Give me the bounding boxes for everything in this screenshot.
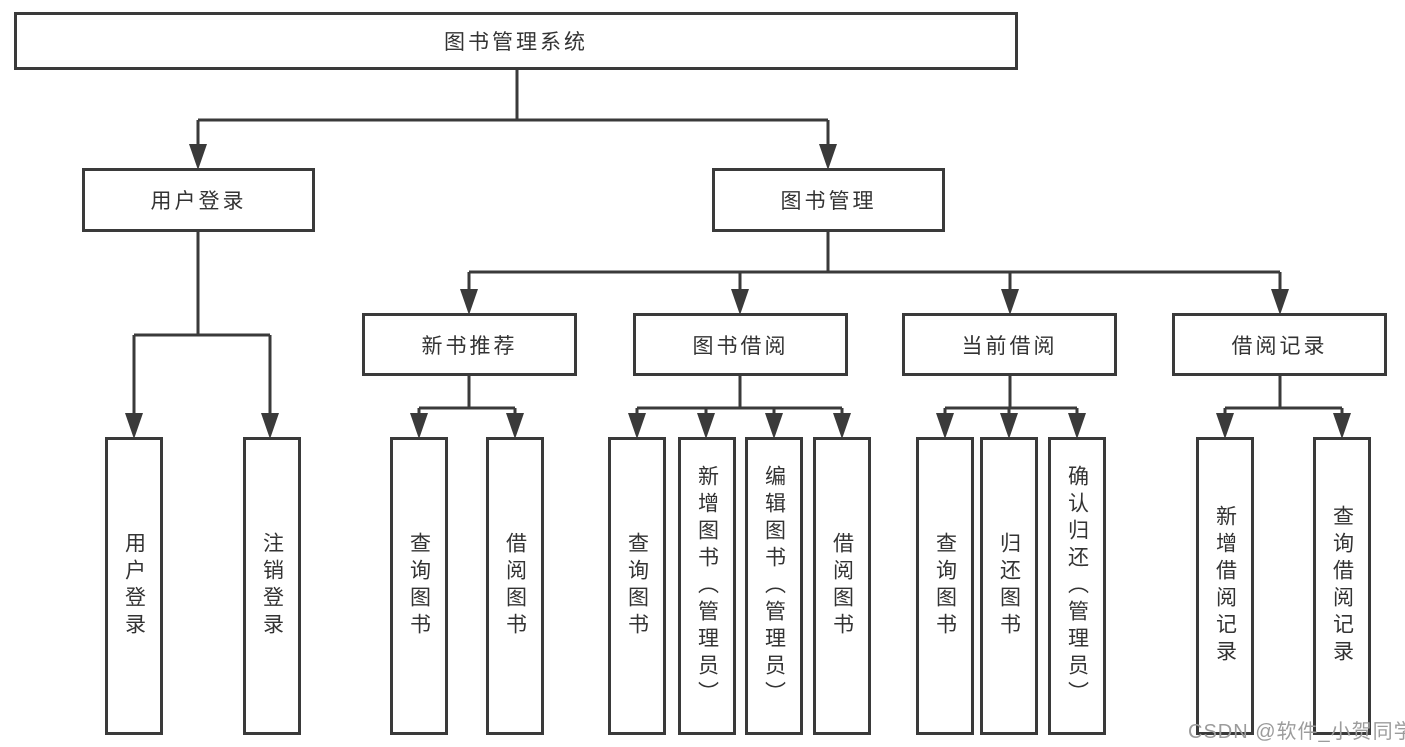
- leaf-label: 查询图书: [933, 532, 957, 640]
- node-label: 图书管理: [780, 190, 877, 213]
- leaf-return-books: 归还图书: [980, 437, 1038, 735]
- arrowhead: [125, 413, 143, 439]
- leaf-query-books-current: 查询图书: [916, 437, 974, 735]
- connector-root-to-level2: [196, 70, 830, 148]
- node-user-login: 用户登录: [82, 168, 315, 232]
- leaf-user-login: 用户登录: [105, 437, 163, 735]
- arrowhead: [833, 413, 851, 439]
- leaf-label: 查询图书: [625, 532, 649, 640]
- arrowhead: [819, 144, 837, 170]
- leaf-label: 用户登录: [122, 532, 146, 640]
- leaf-label: 借阅图书: [503, 532, 527, 640]
- csdn-watermark: CSDN @软件_小贺同学: [1188, 721, 1405, 743]
- arrowhead: [506, 413, 524, 439]
- connector-current-to-leaves: [943, 375, 1079, 417]
- arrowhead: [731, 289, 749, 315]
- leaf-label: 归还图书: [997, 532, 1021, 640]
- node-book-borrowing: 图书借阅: [633, 313, 848, 376]
- leaf-add-books-admin: 新增图书（管理员）: [678, 437, 736, 735]
- node-library-management-system: 图书管理系统: [14, 12, 1018, 70]
- connector-records-to-leaves: [1223, 375, 1344, 417]
- node-label: 新书推荐: [421, 334, 518, 358]
- arrowhead: [189, 144, 207, 170]
- node-label: 用户登录: [150, 190, 247, 213]
- arrowhead: [1271, 289, 1289, 315]
- leaf-label: 查询图书: [407, 532, 431, 640]
- leaf-label: 借阅图书: [830, 532, 854, 640]
- arrowhead: [1216, 413, 1234, 439]
- node-label: 图书借阅: [692, 334, 789, 358]
- node-borrowing-records: 借阅记录: [1172, 313, 1387, 376]
- leaf-borrow-books: 借阅图书: [813, 437, 871, 735]
- arrowhead: [410, 413, 428, 439]
- node-label: 当前借阅: [961, 334, 1058, 358]
- leaf-label: 新增借阅记录: [1213, 505, 1237, 667]
- arrowhead: [697, 413, 715, 439]
- arrowhead: [1333, 413, 1351, 439]
- arrowhead: [628, 413, 646, 439]
- connector-borrow-to-leaves: [635, 375, 844, 417]
- arrowhead: [1000, 413, 1018, 439]
- arrowhead: [765, 413, 783, 439]
- arrowhead: [1068, 413, 1086, 439]
- node-label: 图书管理系统: [444, 31, 588, 54]
- arrowhead: [1001, 289, 1019, 315]
- node-new-book-recommendation: 新书推荐: [362, 313, 577, 376]
- connector-new-books-to-leaves: [417, 375, 517, 417]
- connector-book-management-to-level3: [467, 232, 1282, 293]
- leaf-add-borrow-record: 新增借阅记录: [1196, 437, 1254, 735]
- leaf-edit-books-admin: 编辑图书（管理员）: [745, 437, 803, 735]
- node-book-management: 图书管理: [712, 168, 945, 232]
- node-label: 借阅记录: [1231, 334, 1328, 358]
- arrowhead: [261, 413, 279, 439]
- leaf-borrow-books-recommend: 借阅图书: [486, 437, 544, 735]
- arrowhead: [460, 289, 478, 315]
- leaf-confirm-return-admin: 确认归还（管理员）: [1048, 437, 1106, 735]
- leaf-label: 确认归还（管理员）: [1065, 464, 1089, 708]
- leaf-query-books-recommend: 查询图书: [390, 437, 448, 735]
- leaf-label: 编辑图书（管理员）: [762, 464, 786, 708]
- node-current-borrowing: 当前借阅: [902, 313, 1117, 376]
- leaf-label: 新增图书（管理员）: [695, 464, 719, 708]
- leaf-query-borrow-record: 查询借阅记录: [1313, 437, 1371, 735]
- leaf-logout: 注销登录: [243, 437, 301, 735]
- leaf-label: 查询借阅记录: [1330, 505, 1354, 667]
- connector-user-login-to-leaves: [132, 232, 272, 417]
- leaf-label: 注销登录: [260, 532, 284, 640]
- leaf-query-books-borrow: 查询图书: [608, 437, 666, 735]
- arrowhead: [936, 413, 954, 439]
